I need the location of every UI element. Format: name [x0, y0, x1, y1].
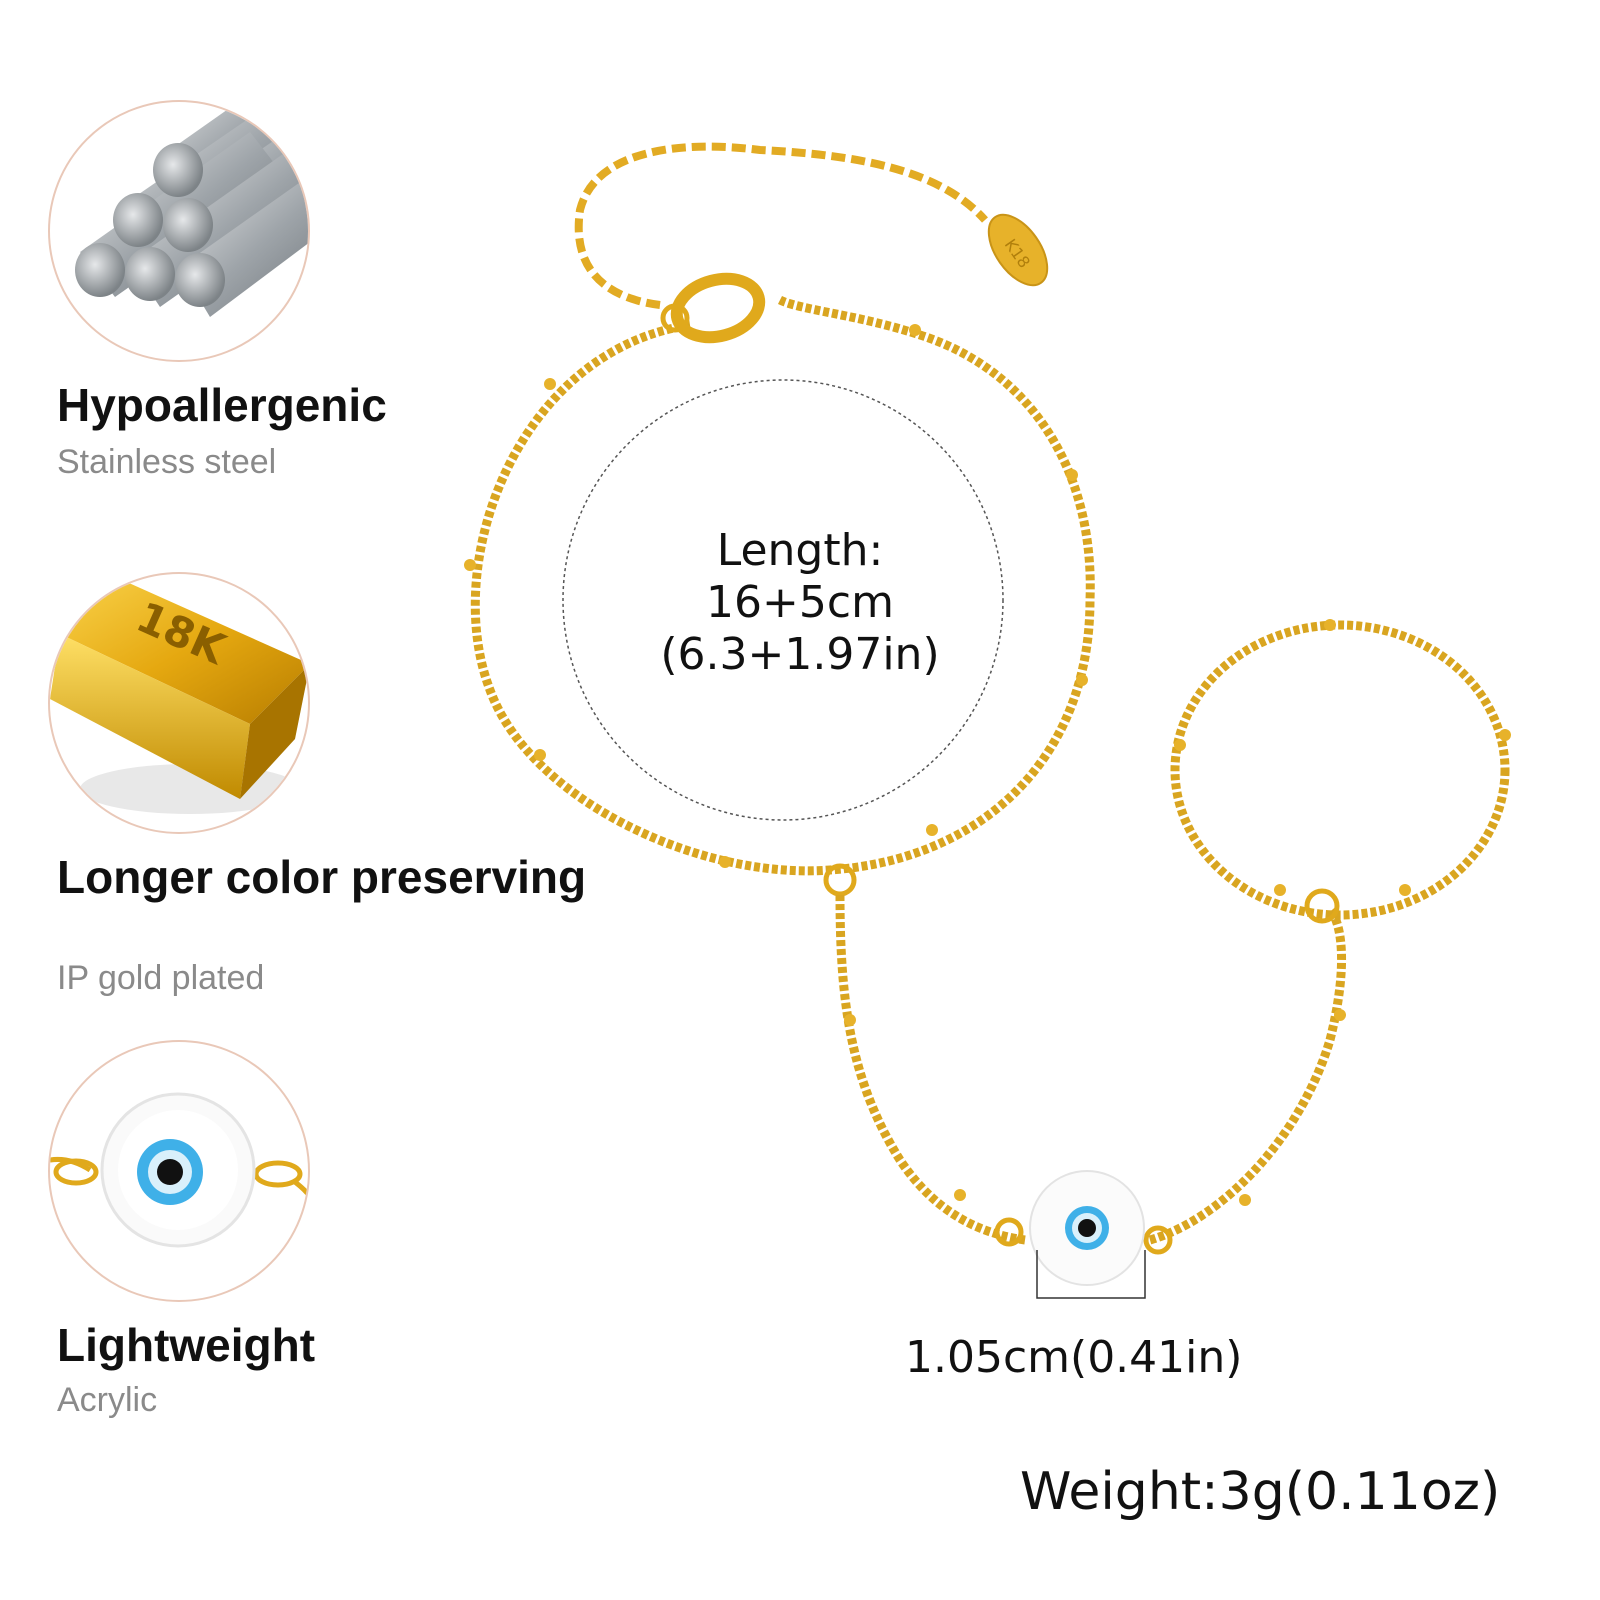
length-in: (6.3+1.97in)	[660, 629, 940, 680]
pendant-size-bracket	[1036, 1250, 1146, 1299]
chain-beads	[464, 324, 1088, 868]
steel-rods-icon	[75, 102, 308, 317]
feature-subtitle-acrylic: Acrylic	[57, 1381, 158, 1419]
feature-title-color: Longer color preserving	[57, 852, 586, 902]
feature-subtitle-ip-gold: IP gold plated	[57, 959, 265, 997]
hand-chain-right	[1148, 906, 1347, 1245]
tag-charm	[987, 213, 1049, 287]
weight-label: Weight:3g(0.11oz)	[1020, 1462, 1501, 1522]
feature-image-steel	[48, 100, 310, 362]
feature-image-gold: 18K	[48, 572, 310, 834]
gold-bar-icon: 18K	[50, 579, 308, 814]
feature-title-color-text: Longer color preserving	[57, 851, 587, 903]
pendant-size-label: 1.05cm(0.41in)	[905, 1332, 1243, 1383]
feature-title-lightweight: Lightweight	[57, 1319, 316, 1371]
hand-chain-left	[835, 894, 1026, 1245]
bracelet-chain	[470, 295, 1095, 876]
length-cm: 16+5cm	[706, 577, 894, 628]
evil-eye-bead-icon	[50, 1092, 308, 1248]
finger-ring-chain	[1170, 620, 1510, 920]
feature-title-hypoallergenic: Hypoallergenic	[57, 379, 387, 431]
extender-chain	[574, 142, 988, 309]
length-title: Length:	[716, 525, 884, 576]
lobster-clasp	[670, 272, 766, 344]
length-guide-circle	[562, 379, 1004, 821]
feature-image-acrylic	[48, 1040, 310, 1302]
feature-subtitle-stainless-steel: Stainless steel	[57, 443, 277, 481]
length-label: Length: 16+5cm (6.3+1.97in)	[640, 525, 960, 681]
evil-eye-pendant	[994, 1170, 1173, 1286]
